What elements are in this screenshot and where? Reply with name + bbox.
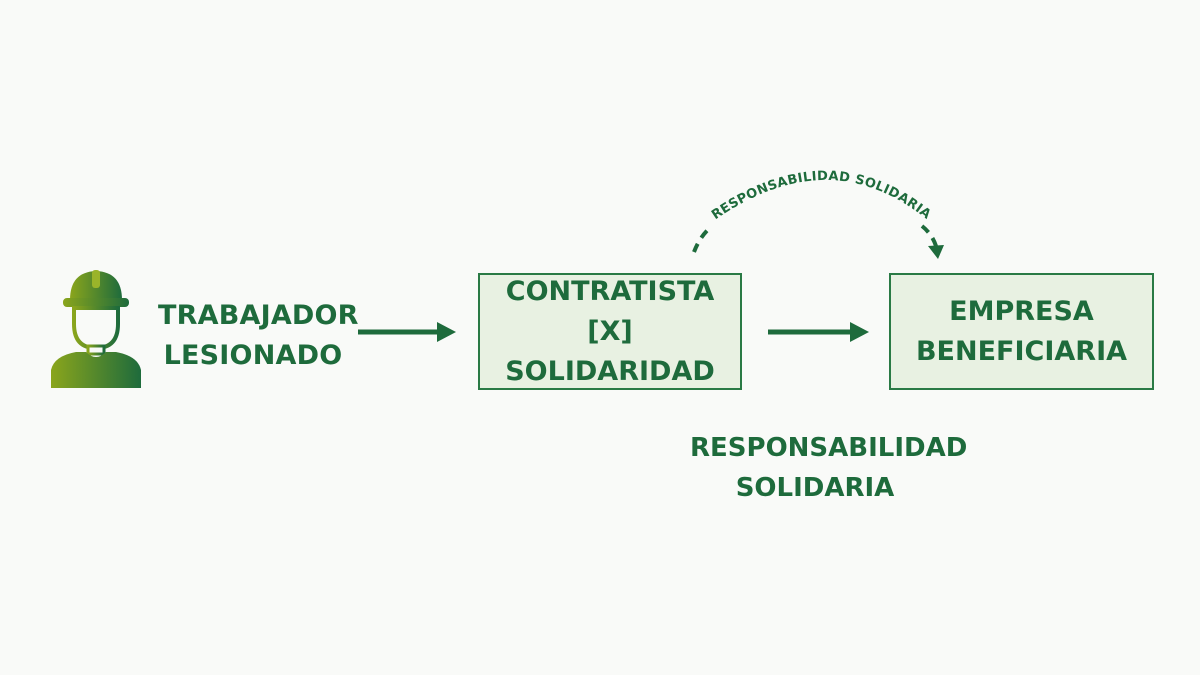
worker-label-line2: LESIONADO [163,340,343,371]
contractor-line2: SOLIDARIDAD [505,355,715,387]
company-line1: EMPRESA [949,295,1094,327]
worker-label-line1: TRABAJADOR [158,300,359,331]
contractor-line1: CONTRATISTA [X] [505,275,715,347]
bottom-responsibility-label: RESPONSABILIDAD SOLIDARIA [690,428,968,508]
company-box: EMPRESA BENEFICIARIA [889,273,1154,390]
company-line2: BENEFICIARIA [915,335,1128,367]
bottom-label-line1: RESPONSABILIDAD [690,433,968,463]
arrow-worker-to-contractor [358,322,456,342]
bottom-label-line2: SOLIDARIA [735,473,895,503]
worker-label: TRABAJADOR LESIONADO [158,296,359,376]
contractor-box: CONTRATISTA [X] SOLIDARIDAD [478,273,742,390]
dashed-arc-arrow [692,224,944,259]
arc-label: RESPONSABILIDAD SOLIDARIA [709,169,934,223]
arrow-contractor-to-company [768,322,869,342]
arc-label-text: RESPONSABILIDAD SOLIDARIA [709,169,933,223]
worker-hardhat-icon [51,270,141,388]
